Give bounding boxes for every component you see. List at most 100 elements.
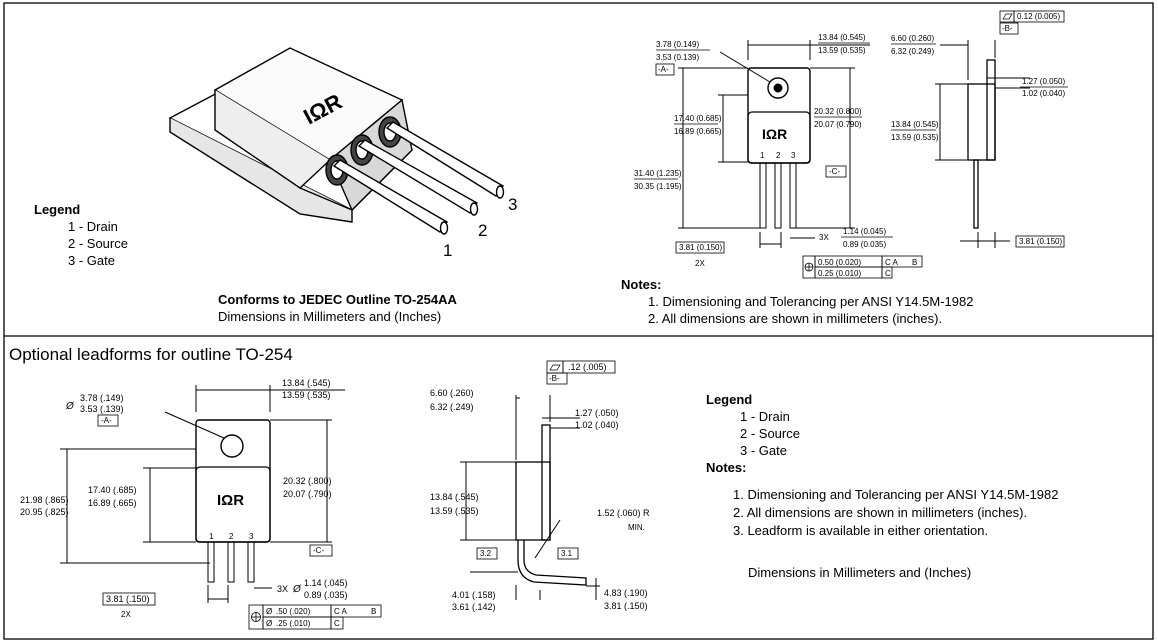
top-lead-dim-top: 1.14 (0.045) [843,227,886,236]
bottom-tol-refs-2: C [334,619,340,628]
top-notes-title: Notes: [621,277,661,292]
bottom-side-h-top: 13.84 (.545) [430,492,479,502]
top-front-pin-3: 3 [791,151,796,160]
top-tol-refs-1: C A [885,258,899,267]
bottom-front-view [60,385,345,603]
bottom-off-bot: 3.81 (.150) [604,601,648,611]
top-total-h-bot: 30.35 (1.195) [634,182,682,191]
top-total-h-top: 31.40 (1.235) [634,169,682,178]
bottom-tol-1-value: .50 (.020) [276,607,311,616]
top-side-h-bot: 13.59 (0.535) [891,133,939,142]
bottom-tol-2: Ø [266,619,272,628]
top-tab-h-bot: 20.07 (0.790) [814,120,862,129]
bottom-total-top: 21.98 (.865) [20,495,69,505]
top-front-pin-2: 2 [776,151,781,160]
pin-label-1: 1 [443,241,452,260]
bottom-body-bot: 16.89 (.665) [88,498,137,508]
top-side-thick-top: 6.60 (0.260) [891,34,934,43]
top-body-h-top: 17.40 (0.685) [674,114,722,123]
bottom-tol-1: Ø [266,607,272,616]
pin-label-2: 2 [478,221,487,240]
bottom-lead-sym: Ø [292,584,302,595]
bottom-lead-bot: 0.89 (.035) [304,590,348,600]
bottom-legend-item-2: 2 - Source [740,426,800,441]
bottom-notes-title: Notes: [706,460,746,475]
top-pitch-dim: 3.81 (0.150) [679,243,722,252]
top-side-tab-bot: 1.02 (0.040) [1022,89,1065,98]
package-3d-illustration [168,47,505,235]
bottom-datum-a: -A- [101,416,112,425]
top-front-pin-1: 1 [760,151,765,160]
top-tab-h-top: 20.32 (0.800) [814,107,862,116]
bottom-tab-bot: 20.07 (.790) [283,489,332,499]
bottom-logo-front: IΩR [217,492,244,509]
bottom-bend-bot: 3.61 (.142) [452,602,496,612]
bottom-datum-b: -B- [549,374,560,383]
bottom-off-top: 4.83 (.190) [604,588,648,598]
top-legend-item-2: 2 - Source [68,236,128,251]
bottom-tol-2-value: .25 (.010) [276,619,311,628]
top-legend-item-1: 1 - Drain [68,219,118,234]
bottom-side-thick-bot: 6.32 (.249) [430,402,474,412]
top-body-h-bot: 16.89 (0.665) [674,127,722,136]
outer-frame [3,2,1154,640]
top-logo-front: IΩR [762,126,787,142]
bottom-side-h-bot: 13.59 (.535) [430,506,479,516]
bottom-note-1: 1. Dimensioning and Tolerancing per ANSI… [733,487,1058,502]
bottom-front-pin-2: 2 [229,532,234,541]
bottom-legend-item-3: 3 - Gate [740,443,787,458]
bottom-note-3: 3. Leadform is available in either orien… [733,523,988,538]
bottom-width-bot: 13.59 (.535) [282,390,331,400]
top-note-1: 1. Dimensioning and Tolerancing per ANSI… [648,294,973,309]
top-side-h-top: 13.84 (0.545) [891,120,939,129]
top-side-view [935,40,1030,248]
bottom-front-pin-3: 3 [249,532,254,541]
top-datum-a: -A- [658,65,669,74]
bottom-tol-refs-1: C A [334,607,348,616]
bottom-lead-top: 1.14 (.045) [304,578,348,588]
bottom-title: Optional leadforms for outline TO-254 [9,345,293,364]
top-legend-item-3: 3 - Gate [68,253,115,268]
top-lead-dim-bot: 0.89 (0.035) [843,240,886,249]
top-side-thick-bot: 6.32 (0.249) [891,47,934,56]
top-tol-1: 0.50 (0.020) [818,258,861,267]
bottom-hole-dim-bot: 3.53 (.139) [80,404,124,414]
top-datum-c: -C- [829,167,840,176]
bottom-side-view [460,395,600,600]
top-legend-title: Legend [34,202,80,217]
top-datum-b: -B- [1002,24,1013,33]
bottom-pitch-count: 2X [121,610,131,619]
top-hole-dim-bot: 3.53 (0.139) [656,53,699,62]
top-hole-dim-top: 3.78 (0.149) [656,40,699,49]
bottom-front-pin-1: 1 [209,532,214,541]
top-side-lead-off: 3.81 (0.150) [1019,237,1062,246]
bottom-note-2: 2. All dimensions are shown in millimete… [733,505,1027,520]
bottom-side-thick-top: 6.60 (.260) [430,388,474,398]
bottom-tab-top: 20.32 (.800) [283,476,332,486]
bottom-width-top: 13.84 (.545) [282,378,331,388]
top-tol-refs-1b: B [912,258,917,267]
top-side-flat: 0.12 (0.005) [1017,12,1060,21]
bottom-side-tab-top: 1.27 (.050) [575,408,619,418]
bottom-tolerance-frame [248,604,382,630]
top-tol-refs-2: C [885,269,891,278]
top-width-dim-top: 13.84 (0.545) [818,33,866,42]
bottom-total-bot: 20.95 (.825) [20,507,69,517]
top-tolerance-frame [802,255,923,279]
bottom-legend-item-1: 1 - Drain [740,409,790,424]
bottom-datum-c: -C- [313,546,324,555]
top-note-2: 2. All dimensions are shown in millimete… [648,311,942,326]
bottom-side-flat: .12 (.005) [568,362,607,372]
bottom-legend-title: Legend [706,392,752,407]
bottom-radius: 1.52 (.060) R [597,508,650,518]
bottom-ref-2: 3.1 [561,549,573,558]
bottom-pitch: 3.81 (.150) [106,594,150,604]
bottom-lead-prefix: 3X [277,584,288,594]
bottom-units-text: Dimensions in Millimeters and (Inches) [748,565,971,580]
top-width-dim-bot: 13.59 (0.535) [818,46,866,55]
top-units-text: Dimensions in Millimeters and (Inches) [218,309,441,324]
top-lead-prefix: 3X [819,233,829,242]
bottom-tol-refs-1b: B [371,607,376,616]
top-tol-2: 0.25 (0.010) [818,269,861,278]
